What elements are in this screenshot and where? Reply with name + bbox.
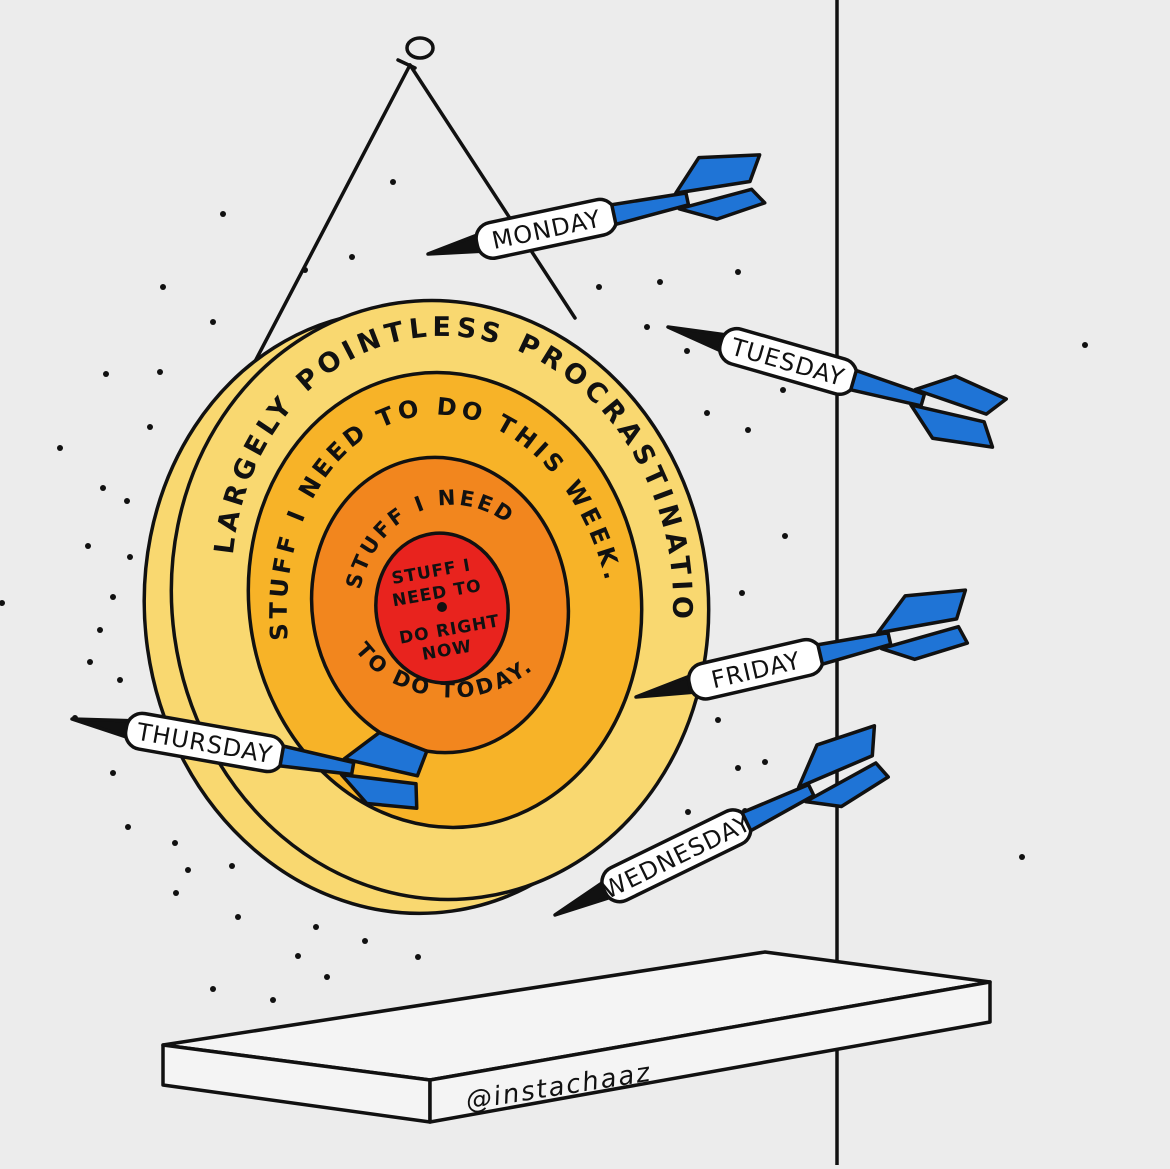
dart-monday: MONDAY — [426, 153, 767, 260]
dart-tuesday: TUESDAY — [666, 325, 1009, 449]
dart-friday: FRIDAY — [634, 588, 970, 701]
dart-thursday: THURSDAY — [70, 711, 429, 810]
shelf — [161, 950, 992, 1124]
bullseye-dot — [437, 602, 447, 612]
